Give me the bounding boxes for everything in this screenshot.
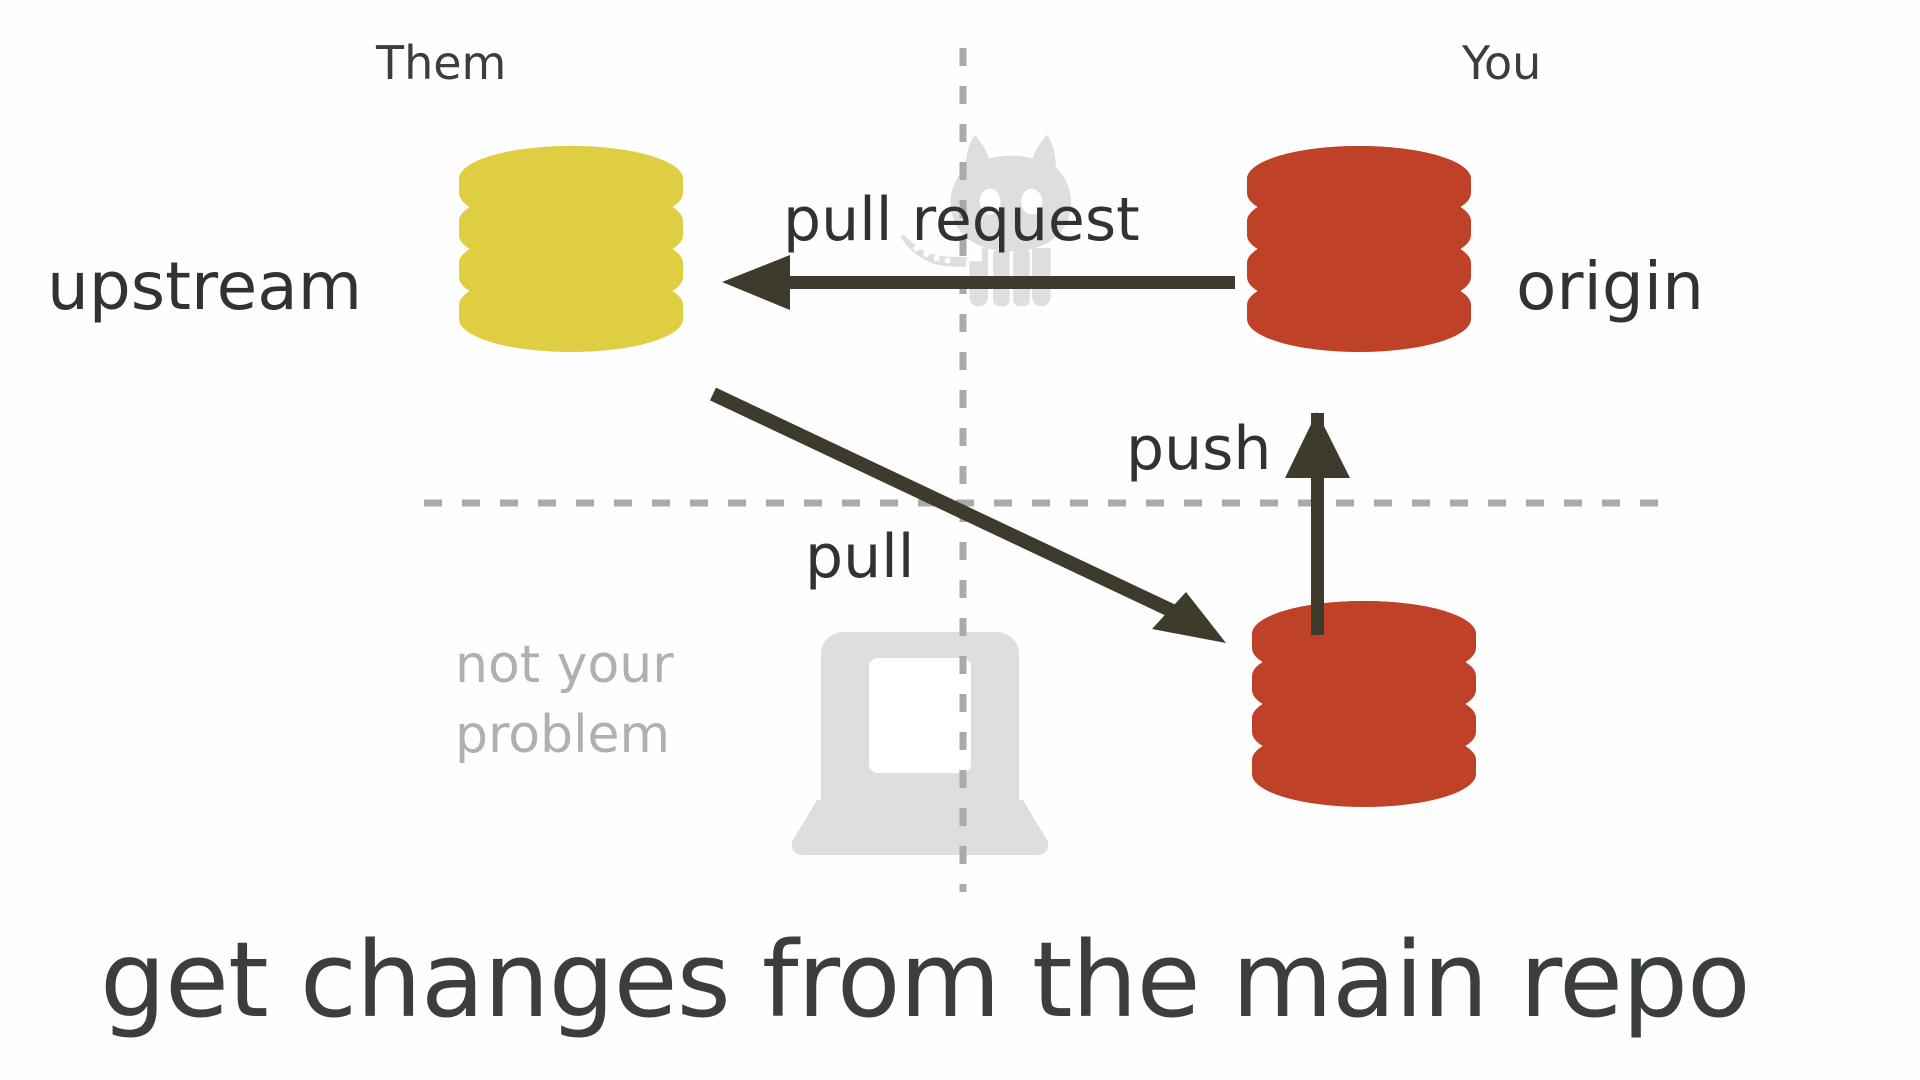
- laptop-icon: [791, 632, 1049, 856]
- not-your-problem-line-2: problem: [455, 705, 671, 766]
- diagram-caption: get changes from the main repo: [100, 919, 1751, 1041]
- local-db-icon: [1252, 601, 1476, 807]
- pull-edge-label: pull: [805, 522, 915, 592]
- pull-arrow: [710, 387, 1226, 643]
- origin-label: origin: [1516, 248, 1704, 325]
- origin-db-icon: [1247, 146, 1471, 352]
- push-edge-label: push: [1126, 414, 1272, 484]
- not-your-problem-line-1: not your: [455, 635, 674, 695]
- push-arrow: [1285, 412, 1350, 635]
- not-your-problem-note: not your problem: [455, 630, 755, 770]
- upstream-label: upstream: [47, 248, 363, 325]
- pull-request-edge-label: pull request: [783, 185, 1140, 255]
- quadrant-header-them: Them: [376, 36, 507, 90]
- quadrant-header-you: You: [1462, 36, 1542, 90]
- pull-request-arrow: [722, 255, 1235, 310]
- upstream-db-icon: [459, 146, 683, 352]
